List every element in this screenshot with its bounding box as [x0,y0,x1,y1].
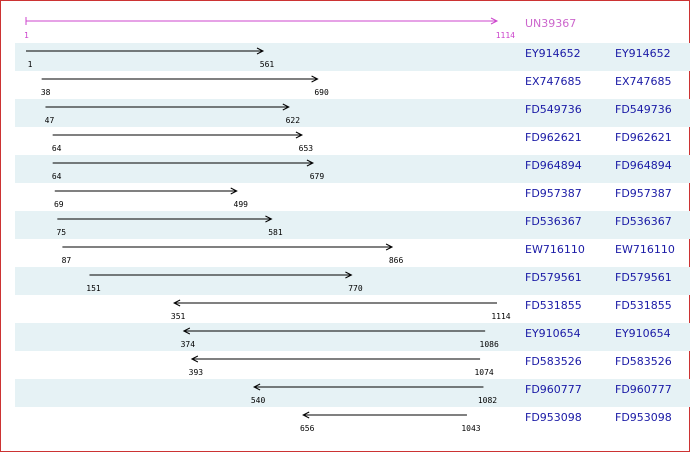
accession-link[interactable]: FD964894 [615,159,672,172]
alignment-arrowhead [256,47,265,55]
alignment-arrowhead [230,187,238,195]
accession-label[interactable]: FD549736 [525,103,582,116]
accession-label[interactable]: FD531855 [525,299,582,312]
alignment-row: EY914652 EY914652 [15,43,690,71]
accession-link[interactable]: EY914652 [615,47,671,60]
alignment-arrowhead [172,299,181,307]
alignment-end-label: 1074 [474,368,493,377]
alignment-arrowhead [385,243,394,251]
accession-link[interactable]: EW716110 [615,243,675,256]
accession-label[interactable]: EY914652 [525,47,581,60]
alignment-end-label: 1114 [491,312,510,321]
reference-name: UN39367 [525,17,577,30]
accession-label[interactable]: FD583526 [525,355,582,368]
alignment-arrowhead [190,355,199,363]
alignment-arrowhead [265,215,273,223]
alignment-row: FD962621 FD962621 [15,127,690,155]
accession-link[interactable]: FD531855 [615,299,672,312]
alignment-arrowhead [302,411,310,419]
alignment-start-label: 87 [62,256,72,265]
alignment-arrowhead [252,383,261,391]
alignment-row: FD549736 FD549736 [15,99,690,127]
alignment-end-label: 770 [348,284,363,293]
alignment-start-label: 1 [28,60,33,69]
accession-label[interactable]: FD579561 [525,271,582,284]
accession-link[interactable]: EY910654 [615,327,671,340]
alignment-start-label: 75 [56,228,66,237]
alignment-row: FD957387 FD957387 [15,183,690,211]
accession-label[interactable]: FD536367 [525,215,582,228]
alignment-end-label: 866 [389,256,404,265]
accession-link[interactable]: FD549736 [615,103,672,116]
alignment-row: FD531855 FD531855 [15,295,690,323]
alignment-end-label: 499 [234,200,249,209]
accession-link[interactable]: FD583526 [615,355,672,368]
alignment-end-label: 1082 [478,396,497,405]
accession-label[interactable]: EX747685 [525,75,582,88]
alignment-start-label: 540 [251,396,266,405]
alignment-row: EY910654 EY910654 [15,323,690,351]
alignment-row: FD579561 FD579561 [15,267,690,295]
accession-link[interactable]: EX747685 [615,75,672,88]
alignment-arrowhead [311,75,319,83]
alignment-arrowhead [306,159,315,167]
alignment-arrowhead [345,271,353,279]
alignment-start-label: 656 [300,424,315,433]
accession-label[interactable]: FD962621 [525,131,582,144]
reference-start-label: 1 [24,31,29,40]
alignment-start-label: 38 [41,88,51,97]
alignment-start-label: 151 [86,284,101,293]
alignment-start-label: 393 [189,368,204,377]
accession-link[interactable]: FD957387 [615,187,672,200]
alignment-start-label: 64 [52,144,62,153]
alignment-row: FD964894 FD964894 [15,155,690,183]
accession-label[interactable]: FD957387 [525,187,582,200]
alignment-start-label: 374 [181,340,196,349]
accession-link[interactable]: FD536367 [615,215,672,228]
alignment-start-label: 64 [52,172,62,181]
alignment-end-label: 679 [310,172,325,181]
reference-end-label: 1114 [496,31,515,40]
alignment-end-label: 1086 [480,340,499,349]
alignment-end-label: 1043 [461,424,480,433]
accession-label[interactable]: EY910654 [525,327,581,340]
accession-label[interactable]: FD964894 [525,159,582,172]
alignment-arrowhead [182,327,191,335]
alignment-start-label: 69 [54,200,64,209]
alignment-row: FD960777 FD960777 [15,379,690,407]
accession-link[interactable]: FD953098 [615,411,672,424]
alignment-row: FD536367 FD536367 [15,211,690,239]
alignment-row: EX747685 EX747685 [15,71,690,99]
alignment-end-label: 561 [260,60,275,69]
alignment-end-label: 581 [268,228,283,237]
alignment-start-label: 47 [45,116,55,125]
alignment-row: FD953098 FD953098 [15,407,690,435]
alignment-end-label: 653 [299,144,314,153]
accession-label[interactable]: FD960777 [525,383,582,396]
accession-label[interactable]: FD953098 [525,411,582,424]
alignment-end-label: 622 [286,116,301,125]
alignment-row: EW716110 EW716110 [15,239,690,267]
alignment-arrowhead [282,103,290,111]
accession-link[interactable]: FD579561 [615,271,672,284]
alignment-row: FD583526 FD583526 [15,351,690,379]
accession-label[interactable]: EW716110 [525,243,585,256]
alignment-arrowhead [295,131,304,139]
alignment-start-label: 351 [171,312,186,321]
accession-link[interactable]: FD962621 [615,131,672,144]
alignment-end-label: 690 [314,88,329,97]
reference-arrowhead [490,17,499,25]
accession-link[interactable]: FD960777 [615,383,672,396]
